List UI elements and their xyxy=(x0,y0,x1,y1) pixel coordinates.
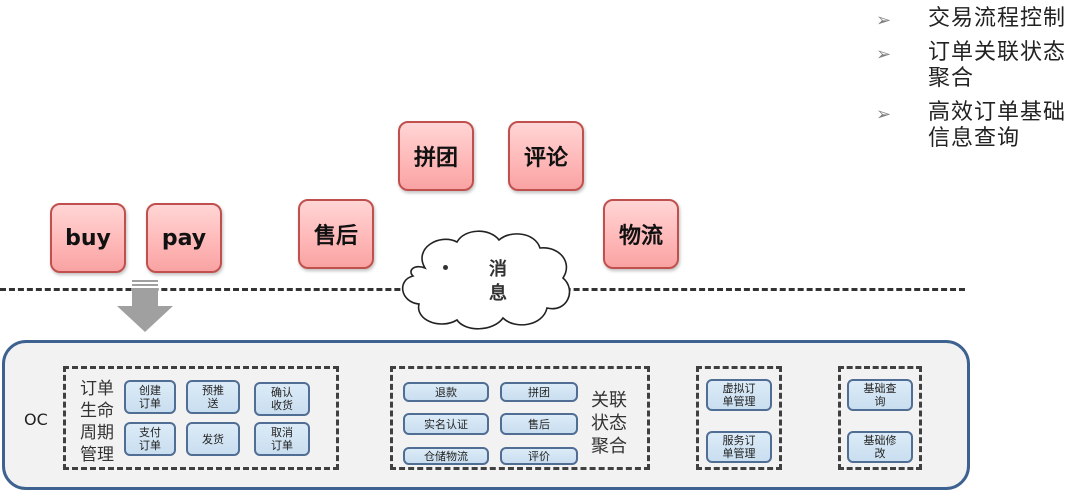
aggregation-group-title: 关联状态聚合 xyxy=(591,390,627,457)
service-buy: buy xyxy=(50,203,126,273)
service-pay: pay xyxy=(146,203,222,273)
service-label: pay xyxy=(161,225,207,251)
feature-bullet-list: ➢ 交易流程控制 ➢ 订单关联状态聚合 ➢ 高效订单基础信息查询 xyxy=(876,6,1076,160)
sub-label: 创建订单 xyxy=(139,384,161,410)
sub-label: 发货 xyxy=(202,432,224,446)
sub-warehouse-logistics: 仓储物流 xyxy=(403,447,489,465)
sub-create-order: 创建订单 xyxy=(124,380,176,414)
sub-virtual-order-mgmt: 虚拟订单管理 xyxy=(706,379,772,411)
bullet-text: 高效订单基础信息查询 xyxy=(928,100,1067,151)
order-management-group xyxy=(696,366,782,470)
cloud-dot xyxy=(443,265,448,270)
sub-after-sales: 售后 xyxy=(500,413,578,435)
basic-operations-group xyxy=(838,366,922,470)
bullet-item: ➢ 交易流程控制 xyxy=(876,6,1076,32)
service-label: 拼团 xyxy=(413,146,458,171)
oc-label: OC xyxy=(24,410,48,429)
sub-label: 服务订单管理 xyxy=(722,434,756,460)
bullet-item: ➢ 高效订单基础信息查询 xyxy=(876,100,1076,152)
service-label: 物流 xyxy=(618,224,663,249)
arrow-bullet-icon: ➢ xyxy=(876,10,892,31)
sub-pay-order: 支付订单 xyxy=(124,422,176,456)
sub-cancel-order: 取消订单 xyxy=(254,422,310,456)
sub-confirm-receipt: 确认收货 xyxy=(254,382,310,416)
sub-label: 支付订单 xyxy=(139,426,161,452)
bullet-text: 订单关联状态聚合 xyxy=(928,40,1067,91)
lifecycle-group xyxy=(63,366,339,470)
message-cloud-label: 消息 xyxy=(489,259,507,304)
sub-group-buy: 拼团 xyxy=(500,382,578,402)
sub-refund: 退款 xyxy=(403,382,489,402)
sub-label: 仓储物流 xyxy=(424,449,468,463)
sub-basic-query: 基础查询 xyxy=(847,379,913,411)
message-cloud-icon xyxy=(402,230,571,330)
service-label: buy xyxy=(65,225,111,251)
service-after-sales: 售后 xyxy=(298,199,374,269)
sub-basic-modify: 基础修改 xyxy=(847,431,913,463)
arrow-bullet-icon: ➢ xyxy=(876,44,892,65)
lifecycle-group-title: 订单生命周期管理 xyxy=(80,379,114,465)
sub-label: 基础查询 xyxy=(863,382,897,408)
sub-label: 确认收货 xyxy=(271,386,293,412)
service-review: 评论 xyxy=(508,121,584,191)
down-arrow-icon xyxy=(117,280,173,332)
aggregation-group xyxy=(390,366,650,470)
sub-label: 退款 xyxy=(435,385,457,399)
sub-ship: 发货 xyxy=(186,422,240,456)
service-group-buy: 拼团 xyxy=(398,121,474,191)
sub-label: 预推送 xyxy=(202,384,224,410)
bullet-text: 交易流程控制 xyxy=(928,6,1067,31)
service-label: 评论 xyxy=(523,146,568,171)
arrow-bullet-icon: ➢ xyxy=(876,104,892,125)
sub-label: 售后 xyxy=(528,417,550,431)
sub-label: 取消订单 xyxy=(271,426,293,452)
service-label: 售后 xyxy=(313,224,358,249)
sub-label: 基础修改 xyxy=(863,434,897,460)
sub-service-order-mgmt: 服务订单管理 xyxy=(706,431,772,463)
sub-label: 实名认证 xyxy=(424,417,468,431)
sub-label: 评价 xyxy=(528,449,550,463)
sub-pre-push: 预推送 xyxy=(186,380,240,414)
sub-review: 评价 xyxy=(500,447,578,465)
sub-label: 拼团 xyxy=(528,385,550,399)
sub-real-name-auth: 实名认证 xyxy=(403,413,489,435)
sub-label: 虚拟订单管理 xyxy=(722,382,756,408)
service-logistics: 物流 xyxy=(603,199,679,269)
bullet-item: ➢ 订单关联状态聚合 xyxy=(876,40,1076,92)
